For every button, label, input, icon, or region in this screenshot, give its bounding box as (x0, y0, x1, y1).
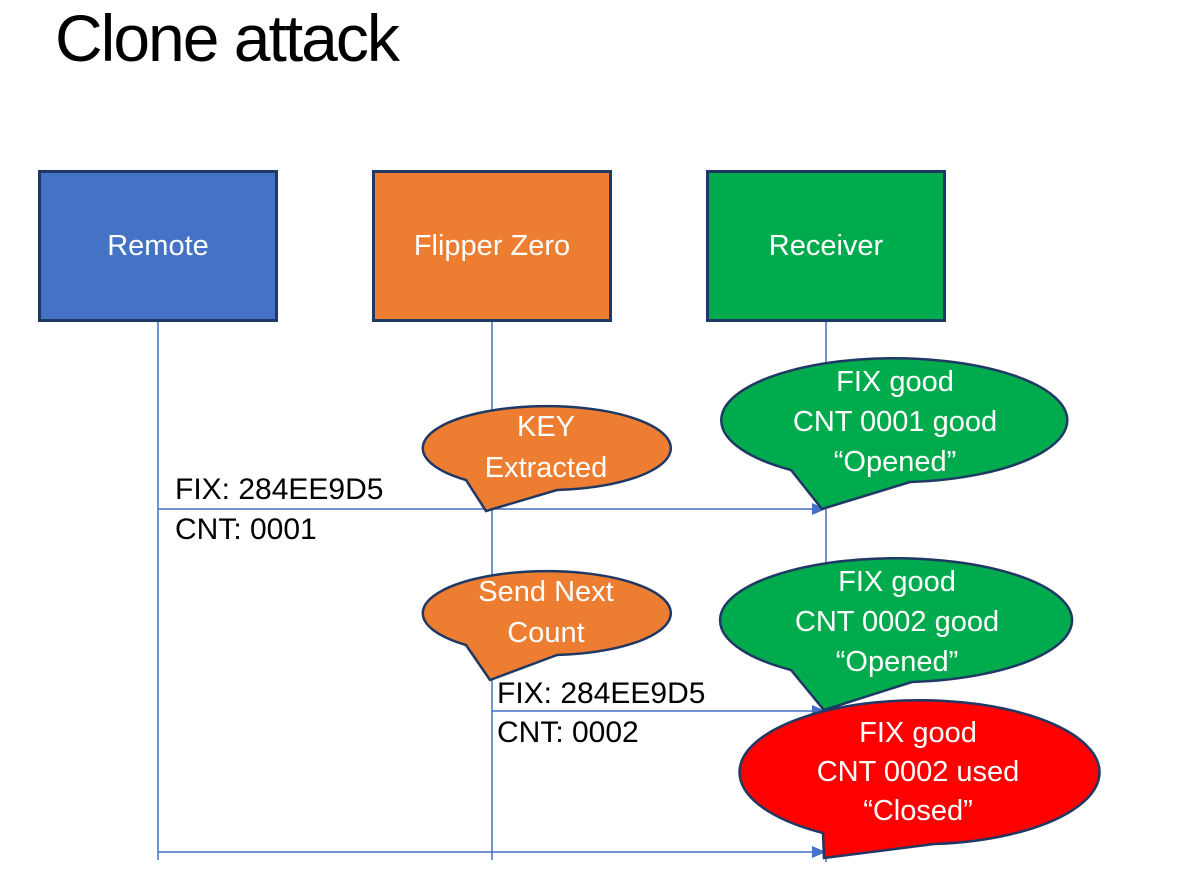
actor-label-flipper-zero: Flipper Zero (413, 229, 571, 262)
page-title: Clone attack (55, 1, 400, 75)
actor-box-flipper-zero: Flipper Zero (372, 170, 612, 322)
callout-key-extracted-text: KEY Extracted (484, 411, 608, 484)
callout-closed-shape (738, 699, 1101, 860)
callout-opened-2-text: FIX good CNT 0002 good “Opened” (794, 566, 1000, 678)
callout-opened-2-shape (718, 557, 1074, 712)
actor-box-receiver: Receiver (706, 170, 946, 322)
message-1-cnt-label: CNT: 0001 (175, 513, 317, 546)
actor-label-remote: Remote (107, 229, 209, 262)
message-1-fix-label: FIX: 284EE9D5 (175, 473, 384, 506)
callout-send-next-count-text: Send Next Count (478, 576, 614, 649)
actor-box-remote: Remote (38, 170, 278, 322)
callout-opened-1-shape (720, 357, 1069, 511)
message-arrow-3 (158, 846, 826, 858)
callout-opened-1-text: FIX good CNT 0001 good “Opened” (792, 366, 998, 478)
callout-send-next-count-shape (421, 569, 673, 682)
actor-label-receiver: Receiver (768, 229, 884, 262)
message-2-fix-label: FIX: 284EE9D5 (497, 677, 706, 710)
message-2-cnt-label: CNT: 0002 (497, 716, 639, 749)
callout-key-extracted-shape (421, 404, 673, 513)
callout-closed-text: FIX good CNT 0002 used “Closed” (816, 717, 1020, 827)
